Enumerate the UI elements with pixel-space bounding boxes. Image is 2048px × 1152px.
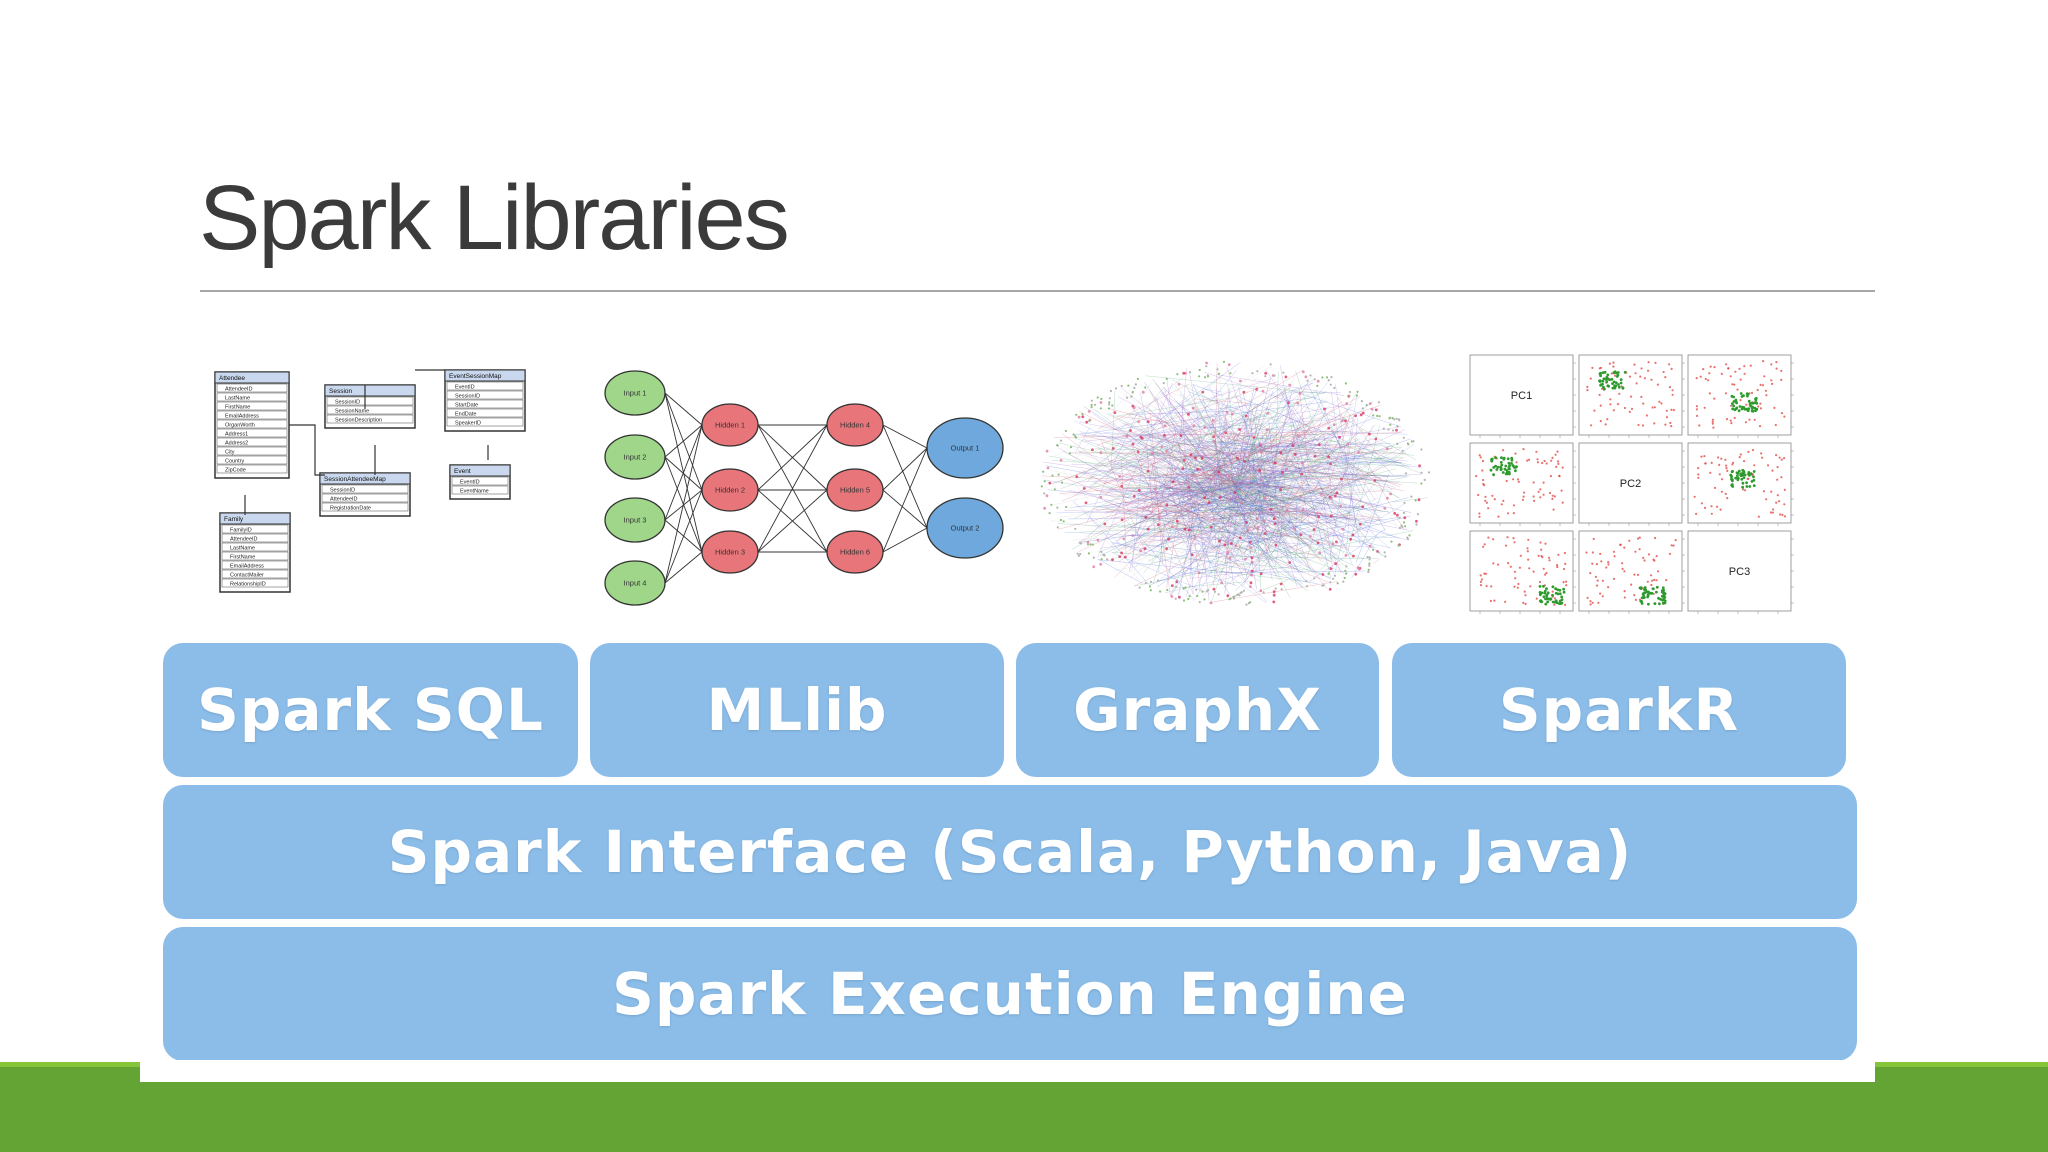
nn-node: Input 2 [605,435,665,479]
nn-node: Hidden 5 [827,469,883,511]
nn-node: Hidden 6 [827,531,883,573]
graphx-label: GraphX [1073,676,1322,744]
nn-node: Output 2 [927,498,1003,558]
er-field: SpeakerID [455,421,481,427]
scatter-matrix-cell [1688,443,1794,526]
scatter-matrix-cell [1579,355,1685,438]
graph-network-image [1035,345,1435,615]
er-field: EmailAddress [230,564,264,570]
er-field: SessionID [335,400,360,406]
nn-node-label: Hidden 5 [840,486,870,495]
neural-network-diagram: Input 1 Input 2 Input 3 Input 4 Hidden 1 Hidd… [590,345,1010,615]
nn-node-label: Hidden 3 [715,548,745,557]
nn-node-label: Input 4 [624,579,647,588]
sparkr-label: SparkR [1499,676,1739,744]
er-field: EmailAddress [225,414,259,420]
er-field: AttendeeID [230,537,258,543]
er-table-name: EventSessionMap [449,373,502,380]
scatter-matrix-cell: PC1 [1470,355,1576,438]
scatter-matrix-cell: PC3 [1688,531,1794,614]
er-field: Address1 [225,432,248,438]
scatter-matrix-label: PC3 [1729,566,1750,578]
nn-node-label: Output 2 [951,524,980,533]
er-field: ContactMailer [230,573,264,579]
er-field: AttendeeID [225,387,253,393]
er-field: EndDate [455,412,476,418]
footer-white-strip [140,1060,1875,1082]
er-field: LastName [230,546,255,552]
er-field: City [225,450,235,456]
er-field: FirstName [230,555,255,561]
er-field: RegistrationDate [330,506,371,512]
er-field: AttendeeID [330,497,358,503]
scatter-matrix-cell [1579,531,1685,614]
spark-engine-label: Spark Execution Engine [612,960,1408,1028]
mllib-box: MLlib [590,643,1004,777]
er-field: Country [225,459,245,465]
er-field: StartDate [455,403,478,409]
nn-node: Input 4 [605,561,665,605]
nn-node-label: Output 1 [951,444,980,453]
er-field: SessionName [335,409,369,415]
nn-node-label: Hidden 1 [715,421,745,430]
er-field: Address2 [225,441,248,447]
slide-title: Spark Libraries [199,172,788,264]
er-field: LastName [225,396,250,402]
nn-node-label: Input 3 [624,516,647,525]
er-field: SessionDescription [335,418,382,424]
nn-node-label: Input 1 [624,389,647,398]
nn-node: Hidden 1 [702,404,758,446]
nn-node-label: Hidden 4 [840,421,870,430]
spark-sql-box: Spark SQL [163,643,578,777]
spark-interface-box: Spark Interface (Scala, Python, Java) [163,785,1857,919]
graphx-box: GraphX [1016,643,1379,777]
spark-sql-label: Spark SQL [197,676,544,744]
er-field: EventName [460,489,489,495]
scatter-matrix-label: PC2 [1620,478,1641,490]
er-field: ZipCode [225,468,246,474]
er-field: SessionID [330,488,355,494]
er-field: EventID [460,480,480,486]
er-diagram: AttendeeAttendeeIDLastNameFirstNameEmail… [205,345,540,615]
er-table-name: Event [454,468,471,475]
nn-node-label: Hidden 6 [840,548,870,557]
nn-node: Input 3 [605,498,665,542]
er-table-name: Attendee [219,375,245,382]
nn-node-label: Input 2 [624,453,647,462]
nn-node: Hidden 4 [827,404,883,446]
er-field: EventID [455,385,475,391]
nn-node: Hidden 3 [702,531,758,573]
scatter-matrix-cell [1470,443,1576,526]
er-table-name: Family [224,516,244,523]
scatter-matrix-cell [1470,531,1576,614]
er-field: OrganWorth [225,423,255,429]
nn-node-label: Hidden 2 [715,486,745,495]
sparkr-box: SparkR [1392,643,1846,777]
mllib-label: MLlib [707,676,888,744]
er-field: FirstName [225,405,250,411]
er-field: FamilyID [230,528,252,534]
er-field: SessionID [455,394,480,400]
spark-engine-box: Spark Execution Engine [163,927,1857,1061]
spark-interface-label: Spark Interface (Scala, Python, Java) [388,818,1633,886]
scatter-matrix-cell: PC2 [1579,443,1685,526]
title-divider [200,290,1875,292]
nn-node: Output 1 [927,418,1003,478]
nn-node: Hidden 2 [702,469,758,511]
er-table-name: Session [329,388,353,395]
nn-node: Input 1 [605,371,665,415]
er-table-name: SessionAttendeeMap [324,476,386,483]
scatter-matrix-label: PC1 [1511,390,1532,402]
er-field: RelationshipID [230,582,266,588]
scatter-matrix-cell [1688,355,1794,438]
